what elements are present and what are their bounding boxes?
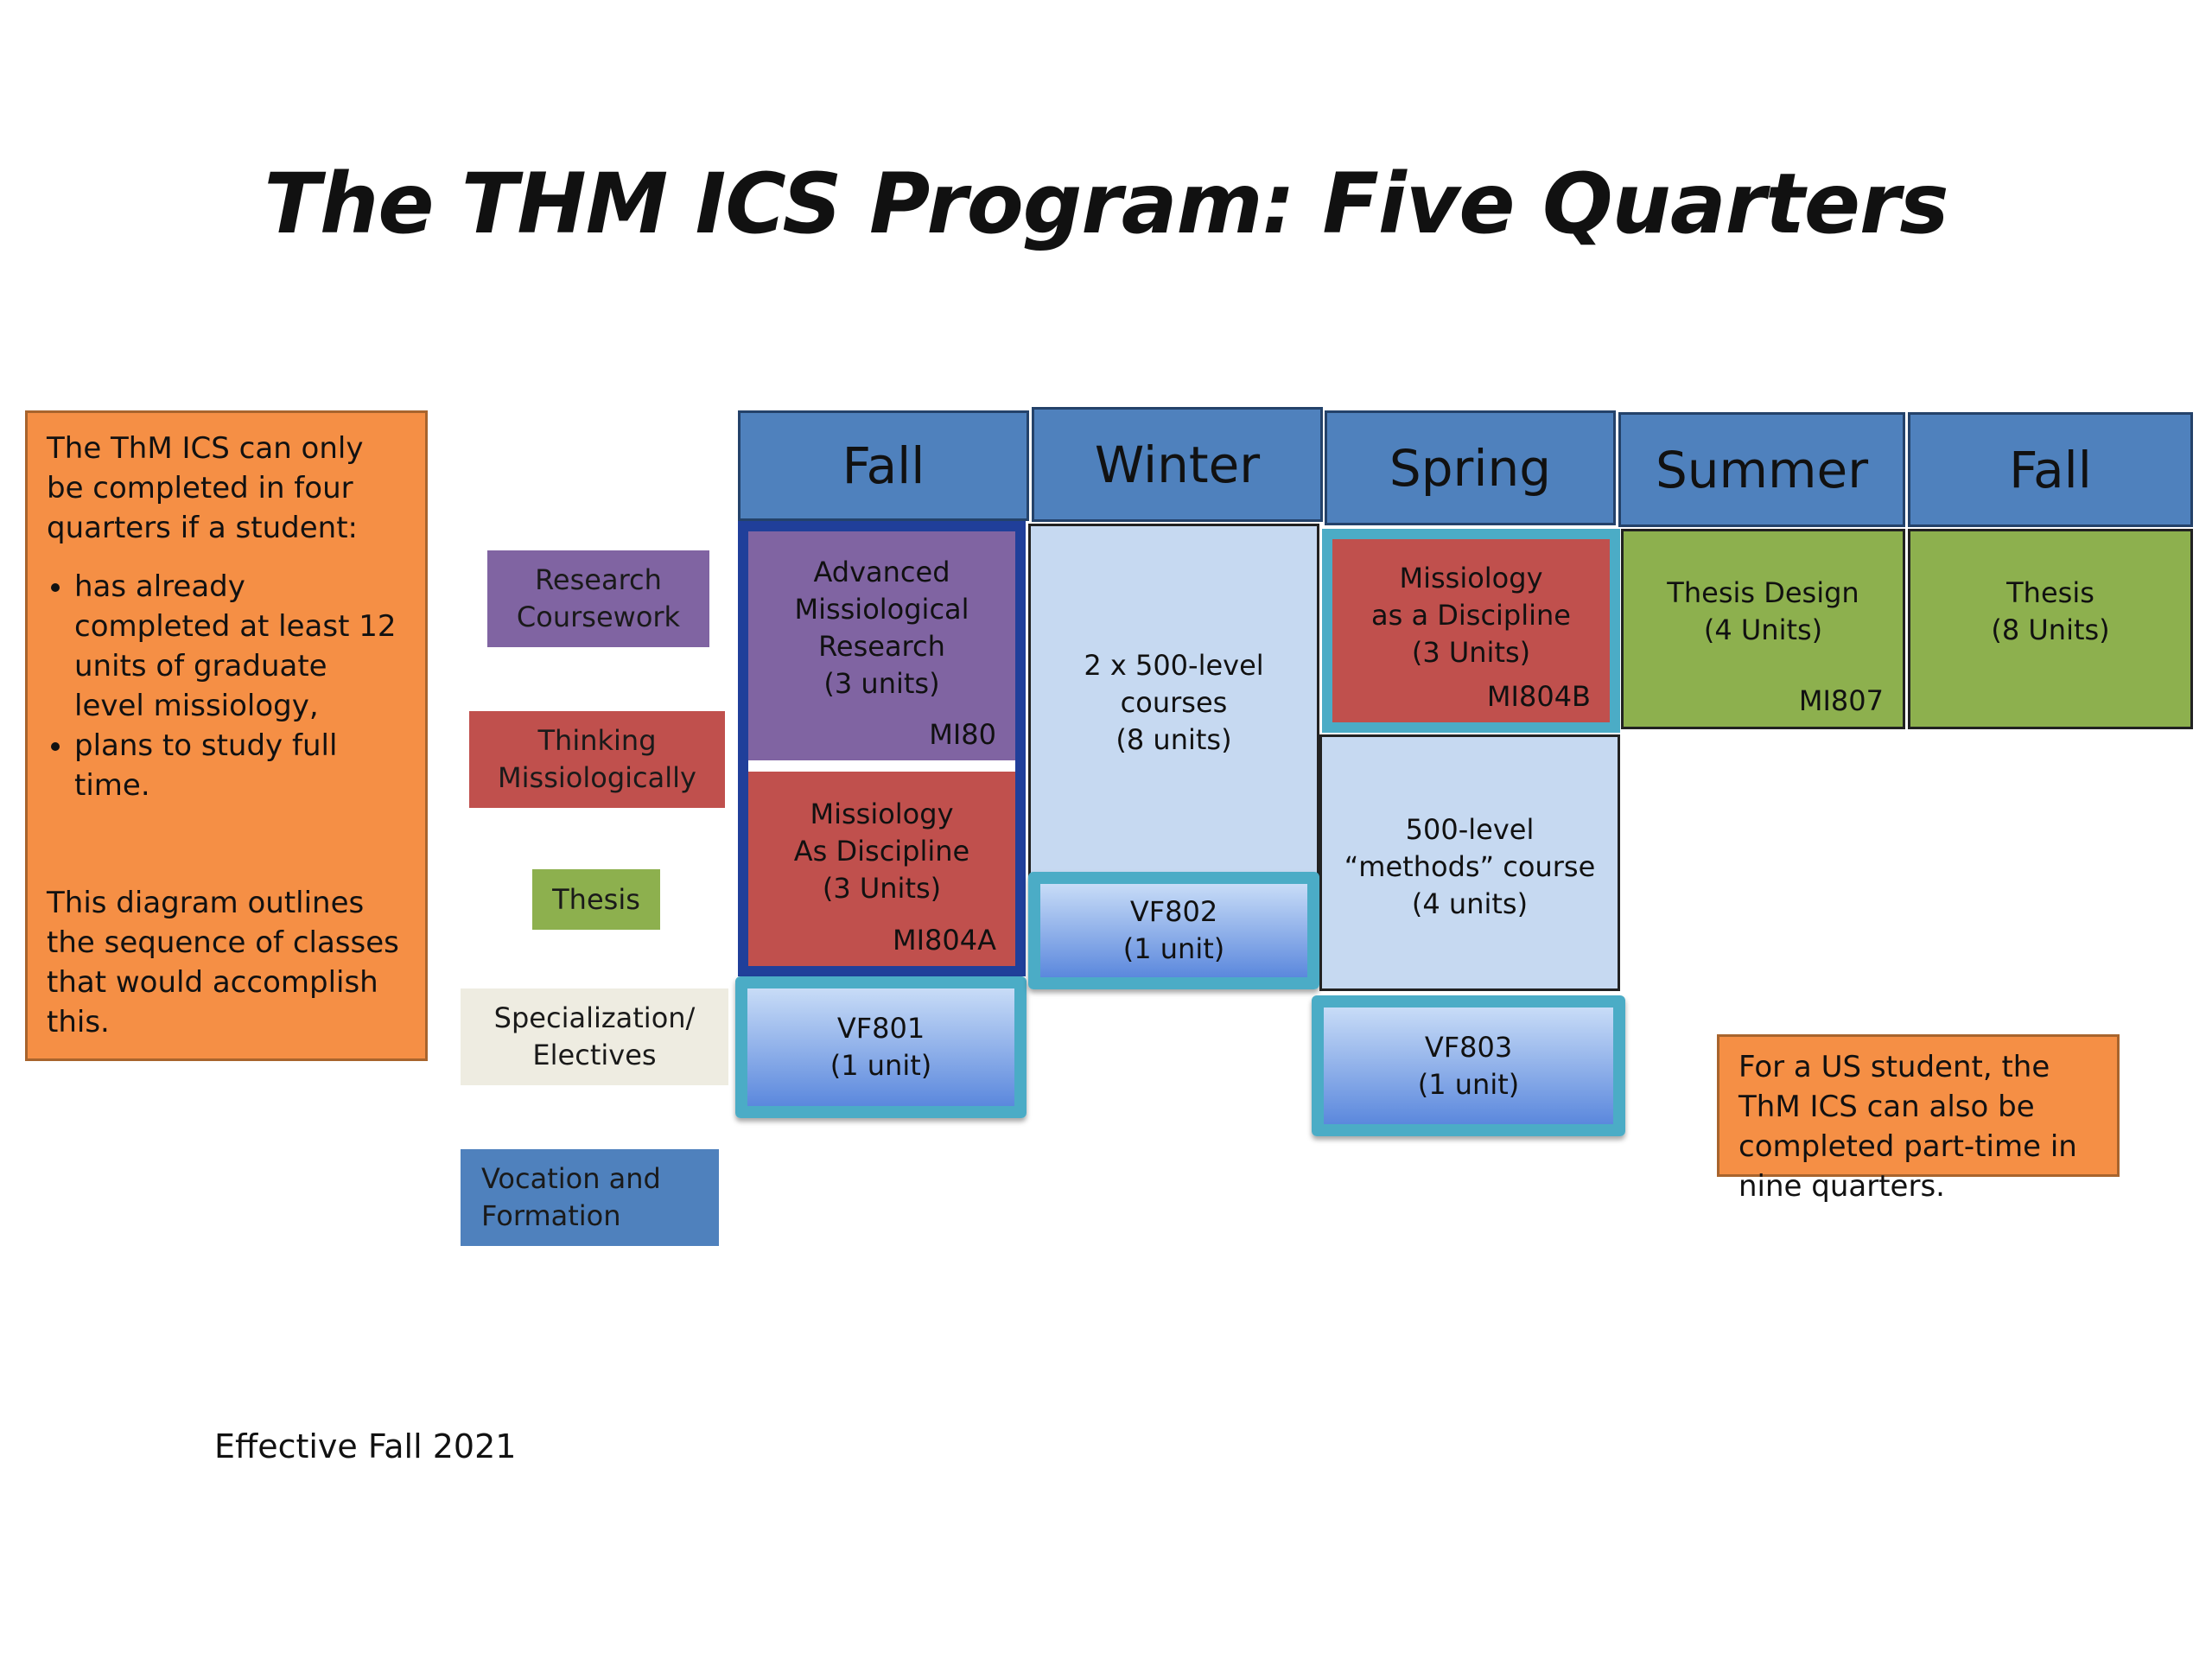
left-note-bullet: has already completed at least 12 units … bbox=[74, 567, 406, 726]
course-text: Thesis Design (4 Units) bbox=[1667, 576, 1859, 646]
course-text: VF802 (1 unit) bbox=[1122, 895, 1225, 965]
left-note-bullet: plans to study full time. bbox=[74, 726, 406, 805]
course-thesis: Thesis (8 Units) bbox=[1908, 529, 2193, 729]
effective-date: Effective Fall 2021 bbox=[214, 1427, 517, 1465]
legend-research-coursework: Research Coursework bbox=[487, 550, 709, 647]
course-vf802: VF802 (1 unit) bbox=[1028, 872, 1319, 989]
course-vf803: VF803 (1 unit) bbox=[1312, 995, 1625, 1136]
legend-thesis: Thesis bbox=[532, 869, 660, 930]
course-thesis-design: Thesis Design (4 Units) MI807 bbox=[1621, 529, 1905, 729]
left-note: The ThM ICS can only be completed in fou… bbox=[25, 410, 428, 1061]
spring-thinking-group bbox=[1322, 529, 1620, 733]
quarter-header-summer: Summer bbox=[1618, 412, 1905, 527]
quarter-header-fall-2: Fall bbox=[1908, 412, 2193, 527]
course-text: VF803 (1 unit) bbox=[1417, 1030, 1520, 1101]
course-text: Advanced Missiological Research (3 units… bbox=[794, 556, 969, 700]
course-advanced-missiological-research: Advanced Missiological Research (3 units… bbox=[748, 531, 1015, 760]
left-note-outro: This diagram outlines the sequence of cl… bbox=[47, 886, 399, 1039]
course-text: Missiology As Discipline (3 Units) bbox=[793, 798, 970, 905]
legend-thinking-missiologically: Thinking Missiologically bbox=[469, 711, 725, 808]
course-code: MI804B bbox=[1486, 680, 1591, 713]
course-text: Thesis (8 Units) bbox=[1991, 576, 2110, 646]
course-text: Missiology as a Discipline (3 Units) bbox=[1371, 562, 1571, 669]
legend-vocation-formation: Vocation and Formation bbox=[461, 1149, 719, 1246]
course-text: VF801 (1 unit) bbox=[830, 1012, 932, 1082]
course-500-level-methods: 500-level “methods” course (4 units) bbox=[1319, 734, 1620, 991]
course-500-level-electives: 2 x 500-level courses (8 units) bbox=[1028, 524, 1319, 880]
course-code: MI807 bbox=[1798, 684, 1884, 717]
right-note-text: For a US student, the ThM ICS can also b… bbox=[1738, 1050, 2077, 1204]
left-note-intro: The ThM ICS can only be completed in fou… bbox=[47, 431, 364, 545]
fall-core-group bbox=[738, 521, 1026, 976]
course-code: MI80 bbox=[929, 718, 996, 751]
quarter-header-fall: Fall bbox=[738, 410, 1029, 521]
quarter-header-winter: Winter bbox=[1032, 407, 1323, 522]
course-vf801: VF801 (1 unit) bbox=[735, 976, 1027, 1118]
course-missiology-as-discipline-b: Missiology as a Discipline (3 Units) MI8… bbox=[1332, 539, 1610, 722]
course-missiology-as-discipline-a: Missiology As Discipline (3 Units) MI804… bbox=[748, 772, 1015, 966]
legend-specialization-electives: Specialization/ Electives bbox=[461, 988, 728, 1085]
course-text: 500-level “methods” course (4 units) bbox=[1344, 813, 1596, 920]
quarter-header-spring: Spring bbox=[1325, 410, 1616, 525]
left-note-bullets: has already completed at least 12 units … bbox=[47, 567, 406, 805]
page-title: The THM ICS Program: Five Quarters bbox=[264, 156, 1949, 252]
course-code: MI804A bbox=[892, 924, 996, 957]
right-note: For a US student, the ThM ICS can also b… bbox=[1717, 1034, 2120, 1204]
course-text: 2 x 500-level courses (8 units) bbox=[1084, 649, 1264, 756]
